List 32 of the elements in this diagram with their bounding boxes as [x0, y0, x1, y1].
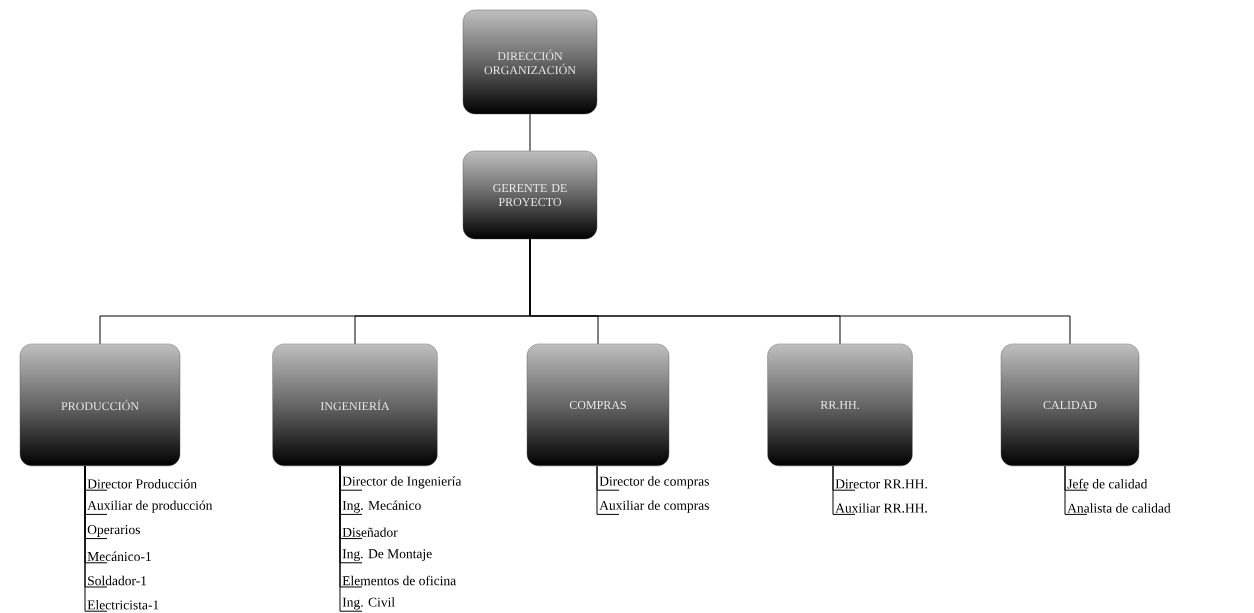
org-box: INGENIERÍA [272, 343, 438, 467]
role-text: Ing. Civil [342, 597, 395, 610]
connector-line [529, 113, 531, 152]
bracket-line [339, 465, 363, 612]
role-text: Electricista-1 [87, 600, 159, 610]
bracket-line [832, 465, 856, 515]
bracket-line [1064, 465, 1088, 515]
role-text: Auxiliar de producción [87, 500, 213, 513]
role-text: Ing. De Montaje [342, 549, 432, 562]
role-text: Director Producción [87, 478, 197, 489]
bracket-line [596, 465, 620, 515]
role-text: Auxiliar RR.HH. [835, 503, 927, 513]
org-box: GERENTE DE PROYECTO [462, 150, 598, 240]
role-text: Mecánico-1 [87, 551, 151, 562]
role-text: Director de compras [599, 476, 709, 489]
role-text: Operarios [87, 525, 140, 537]
org-box: DIRECCIÓN ORGANIZACIÓN [462, 9, 598, 115]
role-text: Diseñador [342, 527, 398, 537]
role-text: Elementos de oficina [342, 575, 456, 586]
role-text: Director RR.HH. [835, 479, 927, 489]
role-text: Soldador-1 [88, 575, 147, 586]
role-text: Director de Ingeniería [342, 476, 462, 489]
bracket-line [84, 465, 108, 612]
role-text: Auxiliar de compras [599, 500, 709, 513]
role-text: Ing. Mecánico [342, 500, 421, 513]
org-box: RR.HH. [767, 343, 913, 467]
role-text: Analista de calidad [1067, 503, 1171, 513]
connector-line [529, 238, 1071, 345]
org-box: PRODUCCIÓN [19, 343, 181, 467]
role-text: Jefe de calidad [1067, 478, 1148, 489]
org-box: COMPRAS [526, 343, 670, 467]
org-box: CALIDAD [1000, 343, 1140, 467]
